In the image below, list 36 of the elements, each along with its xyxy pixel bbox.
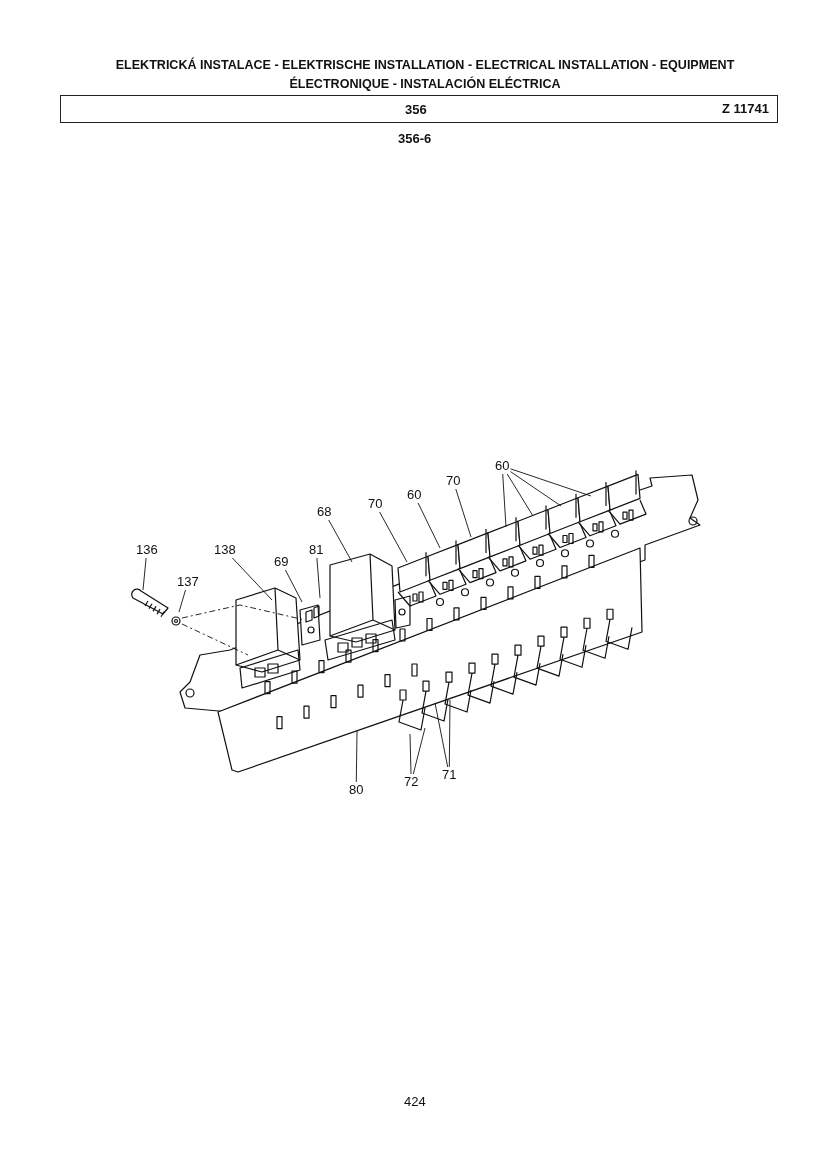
- leader-line: [412, 727, 426, 775]
- leader-line: [510, 471, 562, 507]
- leader-line: [506, 473, 534, 517]
- callout-number: 71: [442, 768, 457, 782]
- leader-line: [316, 557, 321, 599]
- callout-number: 137: [177, 575, 199, 589]
- leader-line: [355, 730, 358, 783]
- section-number: 356: [405, 102, 427, 117]
- leader-line: [409, 733, 412, 775]
- callout-number: 80: [349, 783, 364, 797]
- leader-line: [417, 502, 441, 549]
- leader-line: [231, 557, 273, 601]
- leader-line: [510, 468, 592, 497]
- page-number: 424: [404, 1094, 426, 1109]
- leader-line: [379, 511, 408, 563]
- leader-line: [284, 569, 303, 603]
- callout-number: 60: [407, 488, 422, 502]
- callout-number: 60: [495, 459, 510, 473]
- leader-line: [448, 699, 451, 768]
- leader-line: [455, 488, 472, 538]
- callout-number: 70: [446, 474, 461, 488]
- callout-number: 72: [404, 775, 419, 789]
- drawing-number: Z 11741: [722, 101, 769, 116]
- leader-line: [328, 519, 353, 563]
- callout-number: 81: [309, 543, 324, 557]
- page-title: ELEKTRICKÁ INSTALACE - ELEKTRISCHE INSTALLATION - ELECTRICAL INSTALLATION - EQUIPMENT ÉLECTRONIQUE - INSTALACIÓN ELÉCTRICA: [114, 56, 736, 93]
- figure-number: 356-6: [398, 131, 432, 146]
- callout-number: 68: [317, 505, 332, 519]
- callout-number: 136: [136, 543, 158, 557]
- callout-number: 138: [214, 543, 236, 557]
- callout-number: 70: [368, 497, 383, 511]
- leader-line: [502, 473, 507, 528]
- leader-line: [142, 557, 147, 591]
- callout-number: 69: [274, 555, 289, 569]
- leader-line: [178, 589, 186, 613]
- leader-line: [434, 702, 449, 768]
